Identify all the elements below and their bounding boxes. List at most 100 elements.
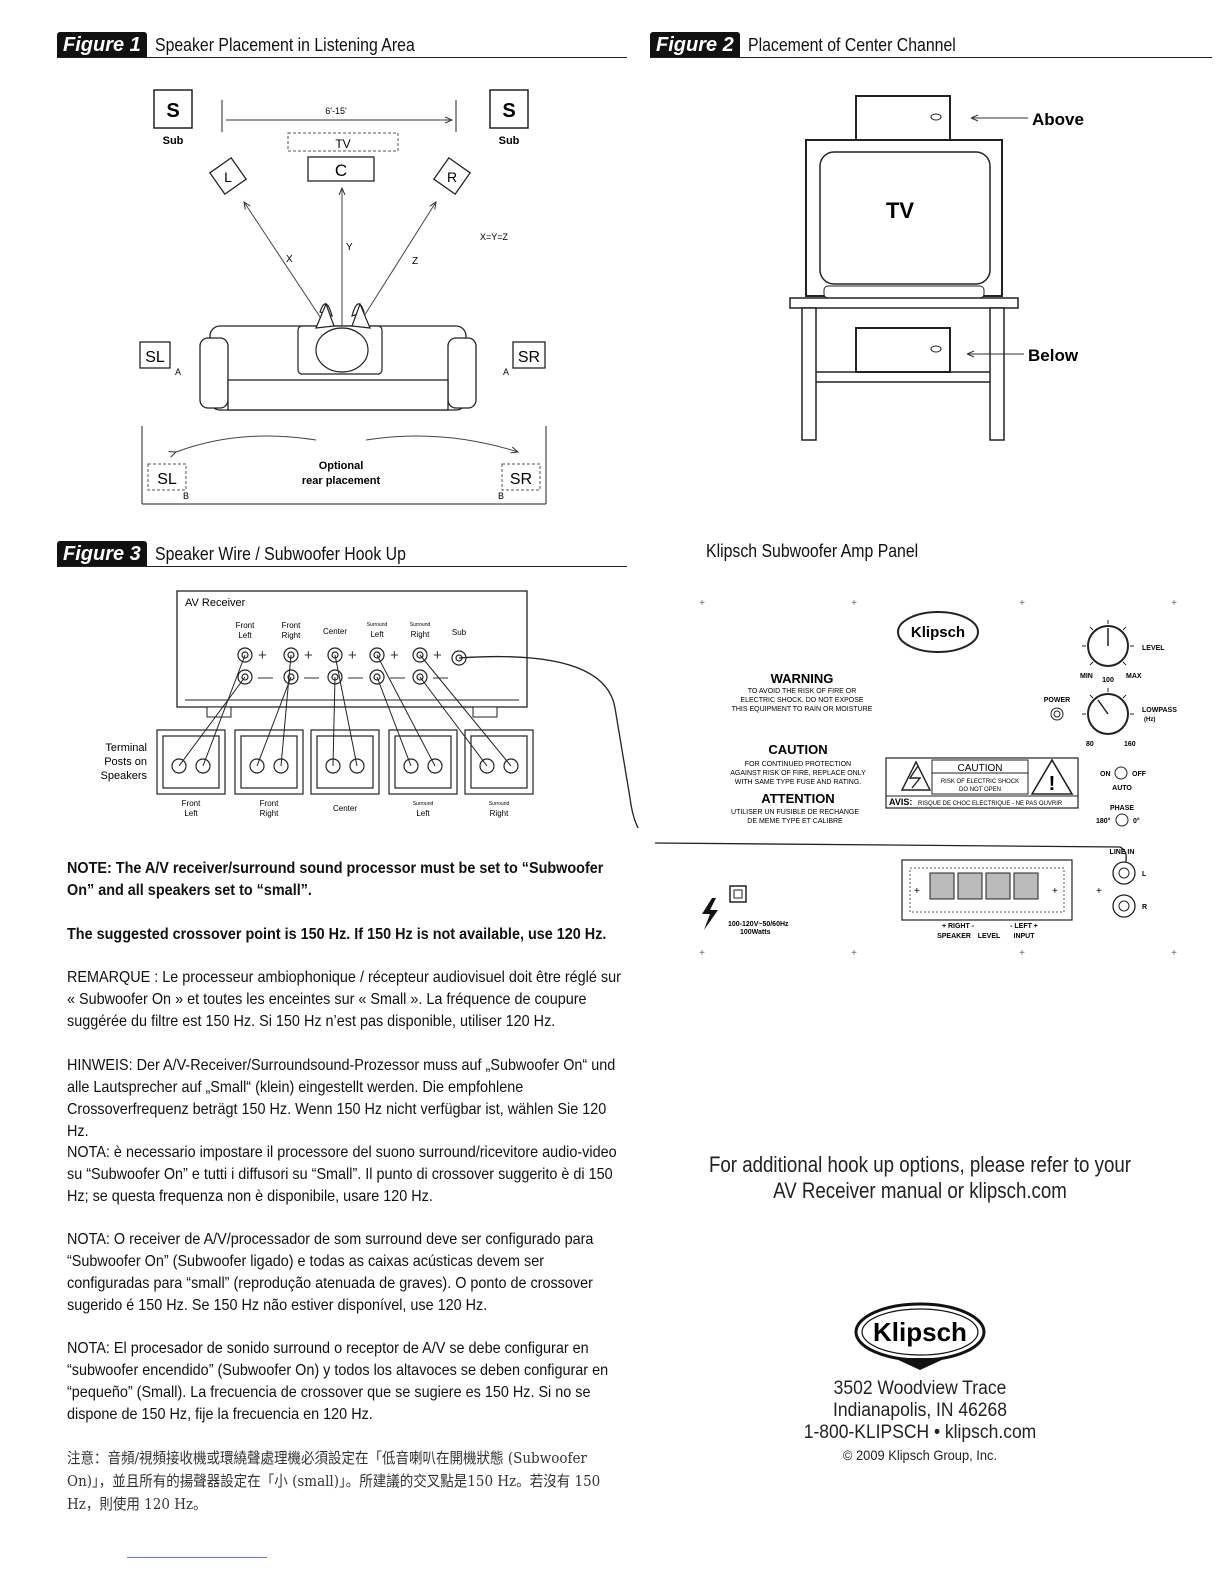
spk-front-right-1: Front <box>260 799 279 808</box>
left-label: - LEFT + <box>1010 923 1038 930</box>
channel-surround-left-2: Left <box>370 630 384 639</box>
distance-label: 6'-15' <box>325 106 347 116</box>
figure1-title: Speaker Placement in Listening Area <box>154 35 415 55</box>
right-label: + RIGHT - <box>942 923 975 930</box>
channel-front-left-1: Front <box>236 621 255 630</box>
note-portuguese: NOTA: O receiver de A/V/processador de s… <box>67 1231 594 1314</box>
copyright: © 2009 Klipsch Group, Inc. <box>842 1447 998 1463</box>
sub-right-box <box>489 89 529 129</box>
on-label: ON <box>1100 771 1111 778</box>
voltage-label: 100-120V~50/60Hz <box>728 921 789 928</box>
tv-screen-label: TV <box>886 198 914 223</box>
address-line1: 3502 Woodview Trace <box>833 1378 1007 1399</box>
sr-b-marker: B <box>498 491 504 501</box>
av-receiver-title: AV Receiver <box>185 597 246 609</box>
off-label: OFF <box>1132 771 1147 778</box>
contact-block: 3502 Woodview Trace Indianapolis, IN 462… <box>730 1378 1110 1466</box>
caution-box-line2: DO NOT OPEN <box>959 787 1001 793</box>
polarity-marks: +— +— +— +— +— <box>258 647 448 686</box>
channel-surround-right-1: Surround <box>410 622 431 628</box>
svg-text:+: + <box>1019 948 1025 959</box>
optional-line2: rear placement <box>302 475 381 487</box>
lowpass-min: 80 <box>1086 741 1094 748</box>
optional-line1: Optional <box>319 460 364 472</box>
figure3-badge: Figure 3 <box>57 541 147 566</box>
line-in-l: L <box>1142 871 1147 878</box>
warning-line2: ELECTRIC SHOCK. DO NOT EXPOSE <box>740 697 864 704</box>
lowpass-label: LOWPASS <box>1142 707 1177 714</box>
sl-a-label: SL <box>145 349 165 366</box>
figure2-badge: Figure 2 <box>650 32 740 57</box>
level-label: LEVEL <box>1142 645 1165 652</box>
terminal-label-3: Speakers <box>101 770 148 782</box>
sub-right-letter: S <box>502 100 515 122</box>
spk-surround-left-1: Surround <box>413 801 434 807</box>
channel-front-right-2: Right <box>282 631 301 640</box>
phone-web: 1-800-KLIPSCH • klipsch.com <box>803 1422 1037 1443</box>
svg-text:+: + <box>699 948 705 959</box>
amp-panel-title: Klipsch Subwoofer Amp Panel <box>706 541 919 561</box>
klipsch-logo-text: Klipsch <box>873 1317 967 1347</box>
svg-text:+: + <box>914 886 920 897</box>
sl-a-marker: A <box>175 367 181 377</box>
terminal-label-1: Terminal <box>105 742 147 754</box>
center-speaker-box <box>307 156 375 182</box>
below-label: Below <box>1028 346 1079 365</box>
sub-left-letter: S <box>166 100 179 122</box>
svg-text:+: + <box>1171 948 1177 959</box>
warning-title: WARNING <box>771 671 834 686</box>
spk-center: Center <box>333 804 357 813</box>
watts-label: 100Watts <box>740 929 771 936</box>
terminal-label-2: Posts on <box>104 756 147 768</box>
svg-text:+: + <box>851 598 857 609</box>
note-italian: NOTA: è necessario impostare il processo… <box>67 1144 617 1205</box>
phase-label: PHASE <box>1110 805 1134 812</box>
speaker-label: SPEAKER <box>937 933 971 940</box>
y-label: Y <box>346 242 353 253</box>
phase-0: 0° <box>1133 817 1140 825</box>
svg-text:+: + <box>258 647 267 664</box>
sr-b-box <box>501 463 541 491</box>
footer-rule <box>127 1557 267 1558</box>
sl-a-box <box>139 341 171 369</box>
left-speaker-letter: L <box>224 169 232 185</box>
center-speaker-letter: C <box>335 161 347 180</box>
figure2-header: Figure 2 Placement of Center Channel <box>650 31 1212 58</box>
svg-text:!: ! <box>1049 773 1056 795</box>
svg-text:—: — <box>348 669 363 686</box>
input-label: INPUT <box>1014 933 1036 940</box>
sr-b-label: SR <box>510 471 532 488</box>
sub-right-caption: Sub <box>499 135 520 147</box>
svg-text:+: + <box>851 948 857 959</box>
caution-box-line1: RISK OF ELECTRIC SHOCK <box>941 779 1019 785</box>
phase-switch <box>1115 813 1129 827</box>
channel-surround-right-2: Right <box>411 630 430 639</box>
sl-b-label: SL <box>157 471 177 488</box>
svg-text:+: + <box>390 647 399 664</box>
svg-text:+: + <box>348 647 357 664</box>
xyz-label: X=Y=Z <box>480 232 509 242</box>
svg-text:—: — <box>390 669 405 686</box>
channel-front-left-2: Left <box>238 631 252 640</box>
figure3-diagram: AV Receiver Front Left Front Right Cente… <box>101 590 639 828</box>
tv-screen <box>819 151 991 285</box>
above-label: Above <box>1032 110 1084 129</box>
lowpass-max: 160 <box>1124 741 1136 748</box>
figure2-title: Placement of Center Channel <box>747 35 956 55</box>
caution-line1: FOR CONTINUED PROTECTION <box>745 761 851 768</box>
sub-left-caption: Sub <box>163 135 184 147</box>
figure2-diagram: Above TV Below <box>789 95 1084 441</box>
level-val: 100 <box>1102 677 1114 684</box>
right-speaker-box <box>432 156 472 196</box>
avis-label: AVIS: <box>889 797 912 807</box>
figure1-header: Figure 1 Speaker Placement in Listening … <box>57 31 627 58</box>
line-in-r: R <box>1142 904 1147 911</box>
tv-label: TV <box>335 137 350 151</box>
attention-line1: UTILISER UN FUSIBLE DE RECHANGE <box>731 809 859 816</box>
tv-box <box>287 132 399 152</box>
spk-front-left-2: Left <box>184 809 198 818</box>
lowpass-hz: (Hz) <box>1144 717 1155 723</box>
attention-line2: DE MEME TYPE ET CALIBRE <box>747 818 843 825</box>
svg-text:—: — <box>433 669 448 686</box>
av-receiver <box>176 590 528 708</box>
